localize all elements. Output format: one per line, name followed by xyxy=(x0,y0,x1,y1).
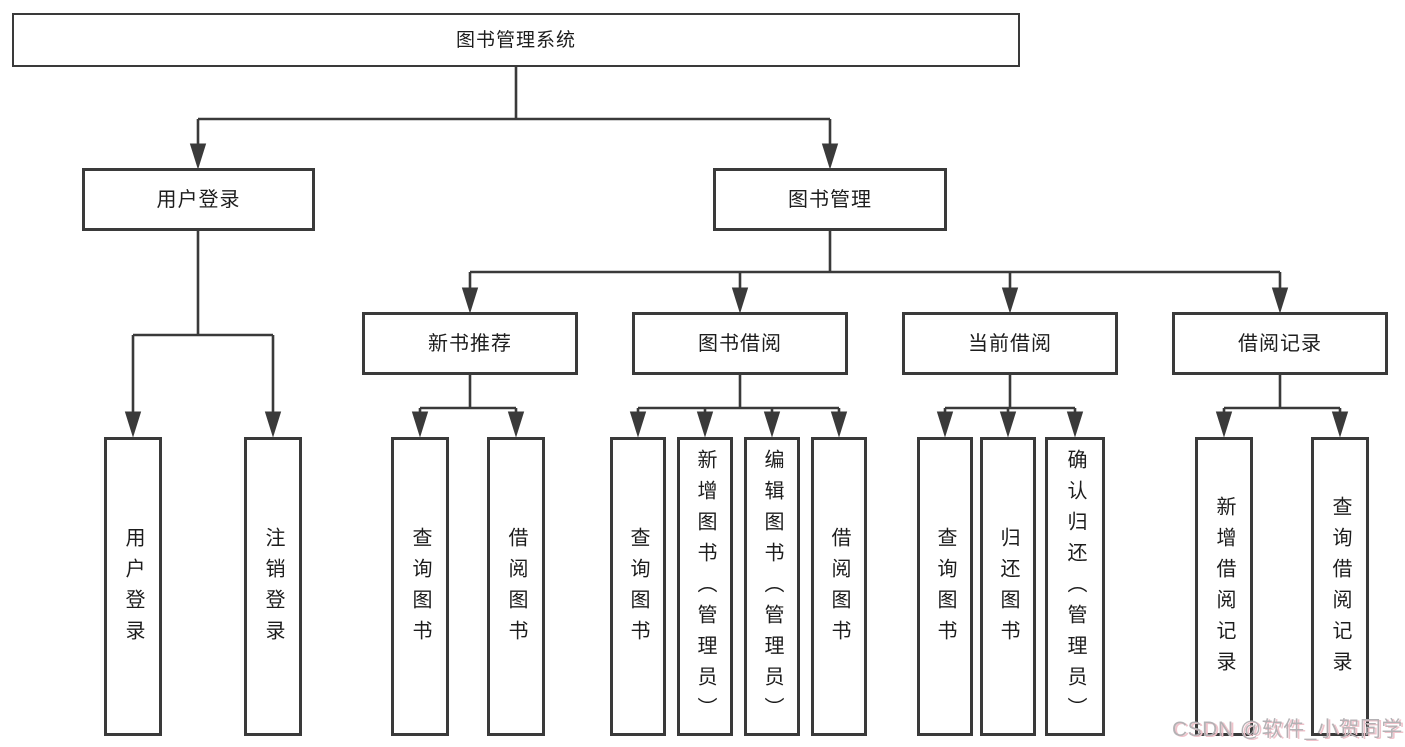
leaf-borrow-books-borrowing: 借阅图书 xyxy=(811,437,867,736)
leaf-edit-books-admin: 编辑图书（管理员） xyxy=(744,437,800,736)
leaf-logout: 注销登录 xyxy=(244,437,302,736)
leaf-query-books-recommend: 查询图书 xyxy=(391,437,449,736)
watermark: CSDN @软件_小贺同学 xyxy=(1172,718,1403,741)
leaf-add-borrow-record: 新增借阅记录 xyxy=(1195,437,1253,736)
node-current-borrowing: 当前借阅 xyxy=(902,312,1118,375)
leaf-query-books-borrowing: 查询图书 xyxy=(610,437,666,736)
leaf-borrow-books-recommend: 借阅图书 xyxy=(487,437,545,736)
node-book-borrowing: 图书借阅 xyxy=(632,312,848,375)
leaf-confirm-return-admin: 确认归还（管理员） xyxy=(1045,437,1105,736)
node-book-management: 图书管理 xyxy=(713,168,947,231)
node-new-book-recommendation: 新书推荐 xyxy=(362,312,578,375)
node-borrowing-records: 借阅记录 xyxy=(1172,312,1388,375)
leaf-query-books-current: 查询图书 xyxy=(917,437,973,736)
leaf-add-books-admin: 新增图书（管理员） xyxy=(677,437,733,736)
leaf-return-books: 归还图书 xyxy=(980,437,1036,736)
node-user-login: 用户登录 xyxy=(82,168,315,231)
leaf-query-borrow-record: 查询借阅记录 xyxy=(1311,437,1369,736)
leaf-user-login: 用户登录 xyxy=(104,437,162,736)
node-system-root: 图书管理系统 xyxy=(12,13,1020,67)
